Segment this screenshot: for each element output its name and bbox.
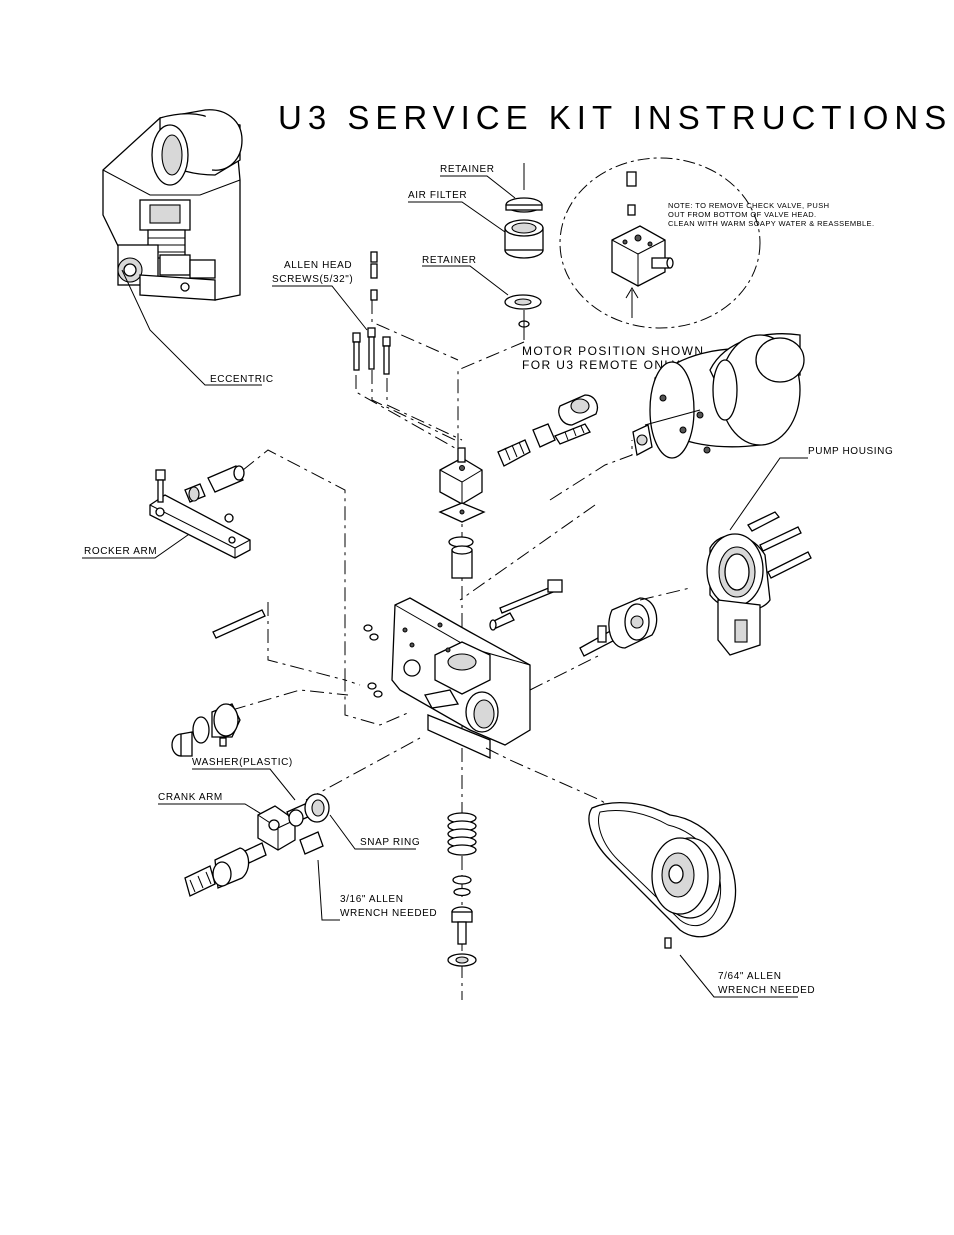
washer-label: WASHER(PLASTIC) [192,757,293,768]
air-filter [504,219,544,259]
valve-sleeve [451,545,473,579]
check-valve-fitting [497,394,599,467]
dowel-pin [212,609,266,639]
air-filter-label: AIR FILTER [408,190,467,201]
valve-head [439,447,483,505]
allen-head-label-1: ALLEN HEAD [284,260,352,271]
spring [447,812,477,856]
valve-head-detail [611,171,674,318]
eccentric-leader [121,269,262,386]
pivot-bolt [489,579,563,631]
crank-arm-label: CRANK ARM [158,792,223,803]
rocker-arm [149,465,251,559]
allen-head-label-2: SCREWS(5/32") [272,274,353,285]
eccentric-parts [171,703,241,757]
valve-gasket [438,502,486,523]
retainer-bottom-label: RETAINER [422,255,477,266]
snap-ring-label: SNAP RING [360,837,420,848]
rocker-arm-label: ROCKER ARM [84,546,157,557]
pump-assembly-inset [102,109,243,301]
motor-note-line-2: FOR U3 REMOTE ONLY [522,358,681,372]
note-line-3: CLEAN WITH WARM SOAPY WATER & REASSEMBLE… [668,219,874,228]
allen-764-label-1: 7/64" ALLEN [718,971,782,982]
eccentric-label: ECCENTRIC [210,374,274,385]
pump-housing-label: PUMP HOUSING [808,446,893,457]
pump-housing [706,511,812,656]
note-line-2: OUT FROM BOTTOM OF VALVE HEAD. [668,210,817,219]
note-line-1: NOTE: TO REMOVE CHECK VALVE, PUSH [668,201,829,210]
crank-arm [184,793,330,897]
piston [447,906,477,967]
main-housing [363,597,531,760]
allen-head-screws [352,251,391,375]
allen-316-label-2: WRENCH NEEDED [340,908,437,919]
allen-764-label-2: WRENCH NEEDED [718,985,815,996]
drive-shaft [579,597,658,657]
belt-pulley [588,802,737,949]
motor-note-line-1: MOTOR POSITION SHOWN [522,344,704,358]
check-valve-detail-circle [559,157,761,329]
allen-316-label-1: 3/16" ALLEN [340,894,404,905]
page-title: U3 SERVICE KIT INSTRUCTIONS [278,99,952,136]
motor [632,333,805,459]
retainer-top-label: RETAINER [440,164,495,175]
